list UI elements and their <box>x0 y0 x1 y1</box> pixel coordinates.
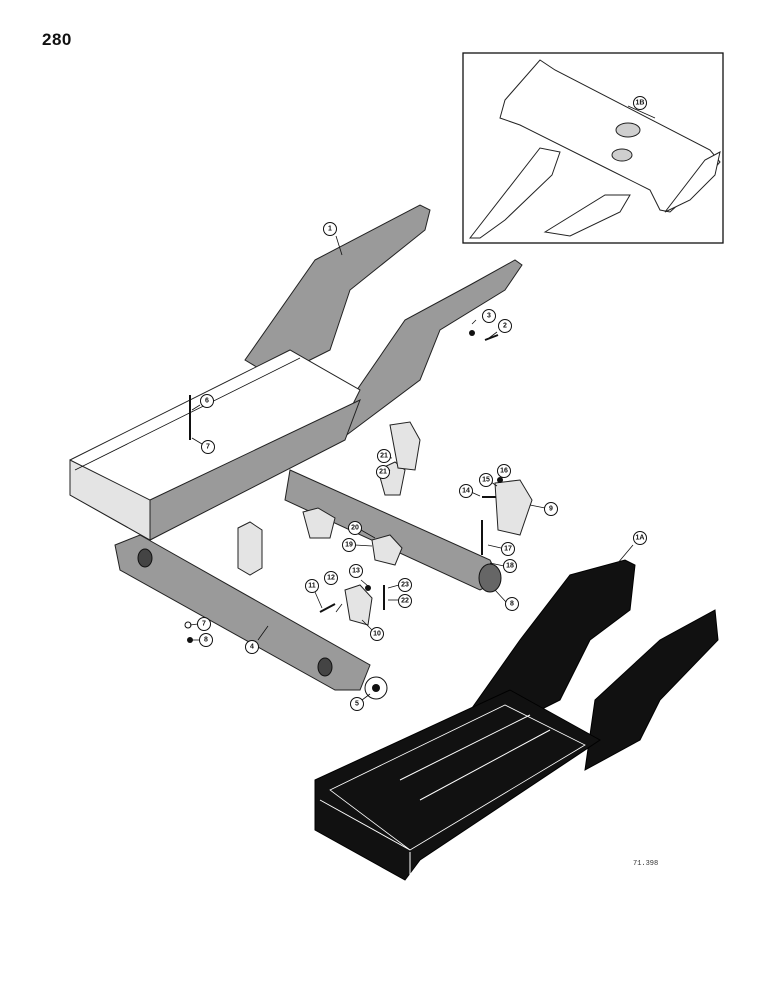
page-number: 280 <box>42 30 72 49</box>
main-frame <box>69 204 523 541</box>
callout-3: 3 <box>482 309 496 323</box>
callout-19: 19 <box>342 538 356 552</box>
svg-text:20: 20 <box>351 525 359 532</box>
callout-12: 12 <box>324 571 338 585</box>
svg-text:3: 3 <box>487 313 491 320</box>
callout-14: 14 <box>459 484 473 498</box>
callout-5: 5 <box>350 697 364 711</box>
drawing-code: 71.398 <box>633 860 659 868</box>
svg-text:13: 13 <box>352 568 360 575</box>
inset-frame <box>462 52 724 244</box>
svg-text:19: 19 <box>345 542 353 549</box>
callout-9: 9 <box>544 502 558 516</box>
svg-text:9: 9 <box>549 506 553 513</box>
svg-text:14: 14 <box>462 488 470 495</box>
svg-text:6: 6 <box>205 398 209 405</box>
svg-text:1: 1 <box>328 226 332 233</box>
callout-23: 22 <box>398 594 412 608</box>
svg-text:17: 17 <box>504 546 512 553</box>
callout-17: 17 <box>501 542 515 556</box>
svg-text:5: 5 <box>355 701 359 708</box>
callout-16: 16 <box>497 464 511 478</box>
callout-24: 23 <box>398 578 412 592</box>
cross-beam <box>284 469 502 593</box>
callout-10: 10 <box>370 627 384 641</box>
svg-text:8: 8 <box>510 601 514 608</box>
svg-text:22: 22 <box>401 598 409 605</box>
svg-text:10: 10 <box>373 631 381 638</box>
svg-text:8: 8 <box>204 637 208 644</box>
svg-text:18: 18 <box>506 563 514 570</box>
callout-4: 4 <box>245 640 259 654</box>
svg-text:7: 7 <box>206 444 210 451</box>
svg-text:4: 4 <box>250 644 254 651</box>
svg-text:1A: 1A <box>636 535 645 542</box>
callout-6: 6 <box>200 394 214 408</box>
fastener-set <box>184 330 503 700</box>
callout-8-side: 8 <box>199 633 213 647</box>
callout-7-top: 7 <box>201 440 215 454</box>
leader-lines <box>189 105 656 701</box>
callout-22: 21 <box>377 449 391 463</box>
svg-text:12: 12 <box>327 575 335 582</box>
side-rail <box>114 534 371 691</box>
svg-text:21: 21 <box>380 453 388 460</box>
callout-13: 13 <box>349 564 363 578</box>
callout-20: 20 <box>348 521 362 535</box>
callout-7-bottom: 7 <box>197 617 211 631</box>
svg-text:2: 2 <box>503 323 507 330</box>
callout-2: 2 <box>498 319 512 333</box>
callout-15: 15 <box>479 473 493 487</box>
svg-text:16: 16 <box>500 468 508 475</box>
frame-1a <box>314 559 719 881</box>
svg-text:21: 21 <box>379 469 387 476</box>
callout-11: 11 <box>305 579 319 593</box>
inset-frame-assembly <box>468 59 721 239</box>
svg-text:15: 15 <box>482 477 490 484</box>
svg-text:7: 7 <box>202 621 206 628</box>
svg-text:11: 11 <box>308 583 316 590</box>
bracket-set <box>237 421 533 626</box>
callout-18: 18 <box>503 559 517 573</box>
svg-text:23: 23 <box>401 582 409 589</box>
callout-1b-inset: 1B <box>633 96 647 110</box>
callout-8-beam: 8 <box>505 597 519 611</box>
callout-21: 21 <box>376 465 390 479</box>
callout-1: 1 <box>323 222 337 236</box>
callout-1a: 1A <box>633 531 647 545</box>
svg-text:1B: 1B <box>636 100 645 107</box>
